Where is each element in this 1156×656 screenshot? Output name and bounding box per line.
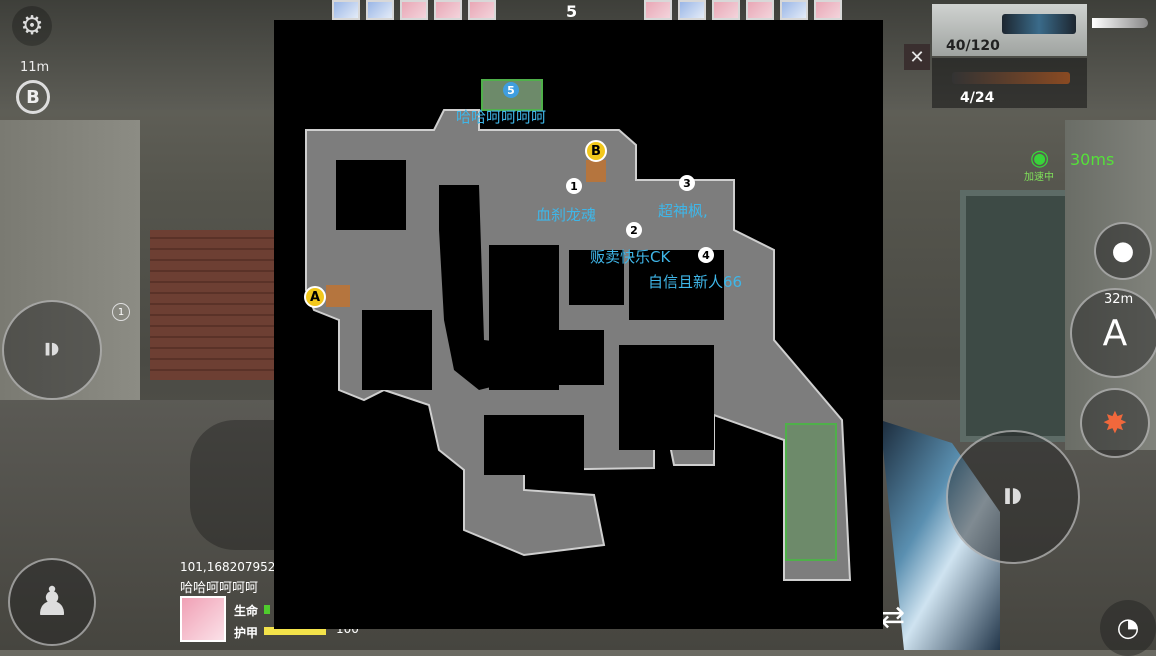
- wifi-icon: ◉: [1030, 146, 1050, 171]
- avatar: [712, 0, 740, 20]
- team-right-avatars: [644, 0, 842, 20]
- teammate-marker: 1: [112, 303, 130, 321]
- fire-left-button[interactable]: ⁍: [2, 300, 102, 400]
- player-label-2: 贩卖快乐CK: [590, 248, 671, 266]
- accel-label: 加速中: [1024, 172, 1054, 183]
- player-name: 哈哈呵呵呵呵: [180, 581, 259, 596]
- hp-bar: [264, 605, 270, 614]
- jump-icon: A: [1102, 312, 1128, 354]
- jump-button[interactable]: A: [1070, 288, 1156, 378]
- tactical-map: 5 哈哈呵呵呵呵 B A 1 血刹龙魂 3 超神枫, 2 贩卖快乐CK 4 自信…: [274, 20, 883, 629]
- knife-slot[interactable]: [1092, 18, 1148, 28]
- player-label-4: 自信且新人66: [648, 273, 743, 291]
- player-avatar: [180, 596, 226, 642]
- player-label-5: 哈哈呵呵呵呵: [456, 108, 547, 126]
- fire-icon: ⁍: [999, 465, 1027, 529]
- avatar: [400, 0, 428, 20]
- avatar: [814, 0, 842, 20]
- skill-button[interactable]: ✸: [1080, 388, 1150, 458]
- player-label-3: 超神枫,: [658, 202, 708, 220]
- player-pin-4: 4: [698, 247, 714, 263]
- avatar: [746, 0, 774, 20]
- b-site-marker: B: [16, 80, 50, 114]
- avatar: [644, 0, 672, 20]
- player-pin-2: 2: [626, 222, 642, 238]
- avatar: [332, 0, 360, 20]
- team-left-avatars: [332, 0, 496, 20]
- site-a-marker: A: [304, 286, 326, 308]
- crouch-button[interactable]: ♟: [8, 558, 96, 646]
- settings-icon[interactable]: ⚙: [12, 6, 52, 46]
- avatar: [434, 0, 462, 20]
- swap-icon[interactable]: ⇄: [880, 600, 906, 635]
- grenade-icon: ●: [1111, 236, 1135, 266]
- avatar: [366, 0, 394, 20]
- primary-weapon-slot[interactable]: 40/120: [932, 4, 1087, 56]
- player-pin-3: 3: [679, 175, 695, 191]
- player-label-1: 血刹龙魂: [536, 206, 597, 224]
- player-id: 101,168207952: [180, 560, 276, 574]
- satellite-icon[interactable]: ◔: [1100, 600, 1156, 656]
- crouch-icon: ♟: [34, 579, 70, 625]
- rifle-icon: [1002, 14, 1076, 34]
- ping-value: 30ms: [1070, 150, 1115, 169]
- primary-ammo: 40/120: [946, 38, 1000, 54]
- hp-label: 生命: [234, 604, 259, 618]
- avatar: [468, 0, 496, 20]
- player-pin-5: 5: [503, 82, 519, 98]
- avatar: [678, 0, 706, 20]
- grenade-button[interactable]: ●: [1094, 222, 1152, 280]
- armor-label: 护甲: [234, 626, 259, 640]
- a-site-distance: 32m: [1104, 292, 1134, 307]
- site-b-marker: B: [585, 140, 607, 162]
- secondary-weapon-slot[interactable]: 4/24: [932, 58, 1087, 108]
- round-score: 5: [566, 2, 578, 21]
- armor-bar: [264, 627, 326, 635]
- player-pin-1: 1: [566, 178, 582, 194]
- right-doorway: [960, 190, 1072, 442]
- map-layout: [305, 79, 852, 581]
- secondary-ammo: 4/24: [960, 90, 995, 106]
- b-site-distance: 11m: [20, 60, 50, 75]
- close-map-button[interactable]: ✕: [904, 44, 930, 70]
- movement-joystick[interactable]: [190, 420, 280, 550]
- brick-wall: [150, 230, 275, 380]
- skill-icon: ✸: [1102, 405, 1128, 441]
- close-icon: ✕: [909, 46, 925, 68]
- shotgun-icon: [952, 72, 1070, 84]
- bullet-icon: ⁍: [41, 324, 63, 376]
- fire-button[interactable]: ⁍: [946, 430, 1080, 564]
- avatar: [780, 0, 808, 20]
